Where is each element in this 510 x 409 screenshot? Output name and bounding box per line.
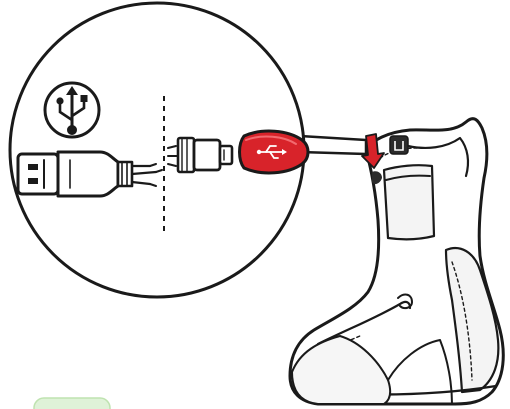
micro-usb-housing — [194, 140, 220, 170]
charging-port-cap — [240, 131, 309, 173]
green-badge — [34, 398, 110, 409]
micro-usb-strain-relief — [178, 138, 194, 172]
usb-symbol-icon — [45, 83, 99, 137]
boot-liner — [290, 119, 503, 404]
brand-logo-icon — [390, 136, 408, 154]
micro-usb-tip — [220, 146, 232, 164]
usb-a-plug — [18, 154, 58, 194]
usb-a-housing — [58, 152, 118, 196]
callout-connector — [300, 136, 366, 154]
